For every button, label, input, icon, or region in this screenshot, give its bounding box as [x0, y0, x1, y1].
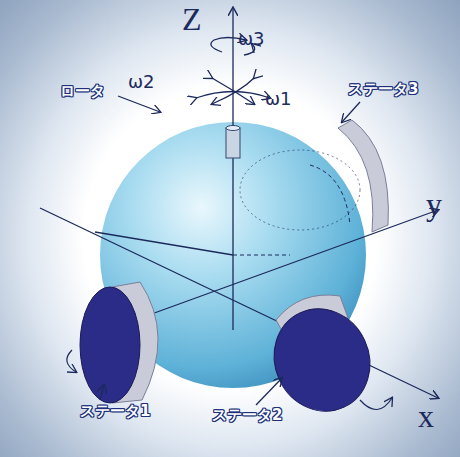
part-label: ステータ2 [212, 408, 282, 423]
part-label: ステータ3 [348, 82, 418, 97]
axis-label: y [426, 188, 442, 220]
stator-2 [257, 293, 392, 427]
hidden-lines [233, 150, 360, 255]
rotation-label: ω2 [128, 73, 155, 91]
leader-lines [100, 96, 360, 405]
part-label: ステータ1 [80, 404, 150, 419]
stator-1 [67, 282, 158, 403]
shaft [226, 126, 240, 159]
axis-label: x [418, 400, 434, 432]
rotation-label: ω3 [238, 30, 265, 48]
axis-label: Z [182, 3, 202, 35]
rotation-label: ω1 [265, 90, 292, 108]
part-label: ロータ [60, 84, 105, 99]
